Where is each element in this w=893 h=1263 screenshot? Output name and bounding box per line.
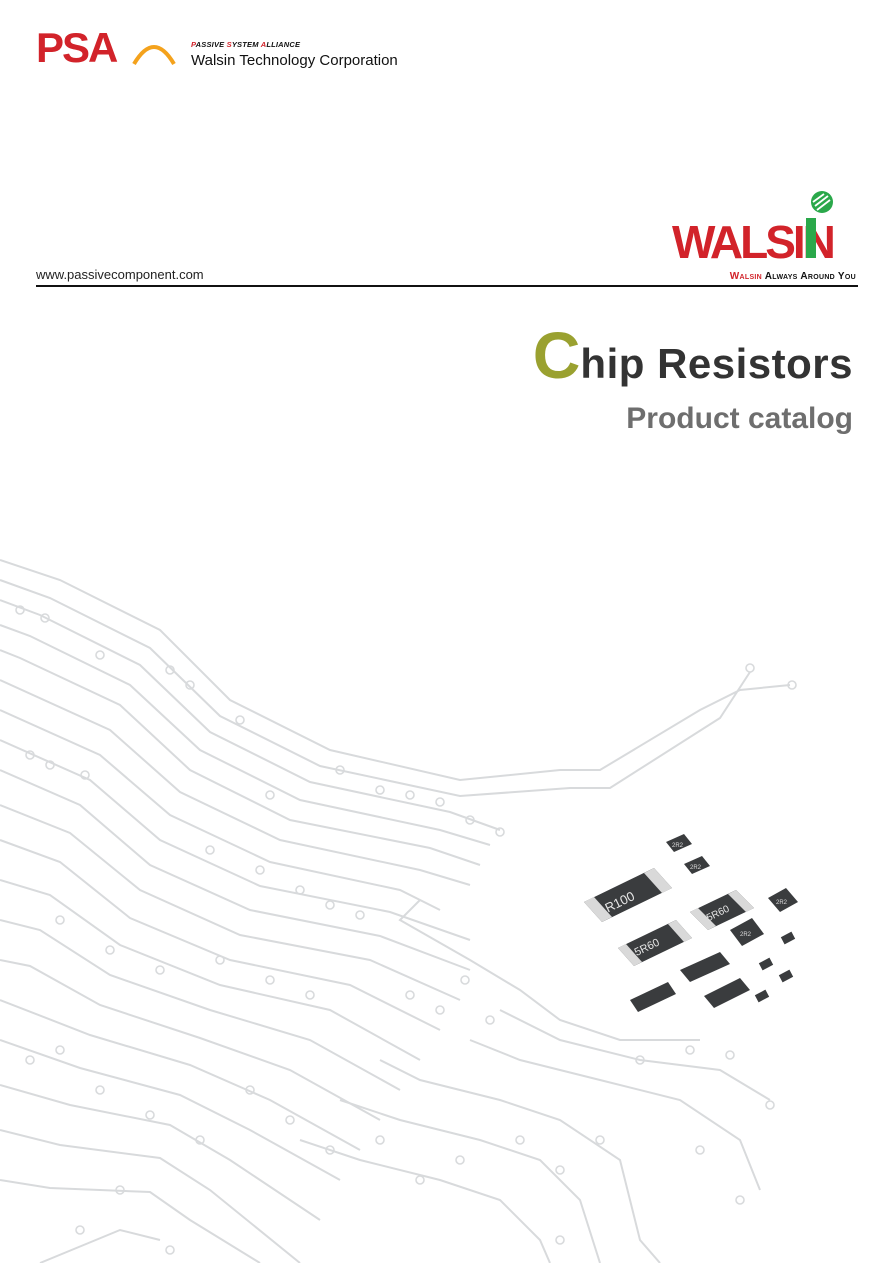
tiny-chips [754, 931, 796, 1003]
svg-text:2R2: 2R2 [740, 932, 752, 938]
resistor-5r60-left: 5R60 [618, 920, 692, 966]
resistor-medium: 2R2 2R2 [730, 888, 798, 946]
svg-text:2R2: 2R2 [690, 865, 702, 871]
title-rest: hip Resistors [580, 340, 853, 387]
page-subtitle: Product catalog [626, 402, 853, 435]
title-initial: C [532, 318, 581, 392]
resistor-small-top: 2R2 2R2 [666, 834, 710, 874]
psa-swoosh-icon [132, 45, 176, 66]
resistor-network-arrays [630, 952, 750, 1012]
chip-resistor-photo: R100 5R60 5R60 2R2 2R2 2R2 2R2 [584, 834, 798, 1012]
walsin-logo: WALSIN [672, 191, 837, 262]
company-name: Walsin Technology Corporation [191, 52, 398, 69]
brand-slogan: Walsin Always Around You [729, 271, 856, 282]
circuit-board-illustration [0, 559, 797, 1263]
website-link[interactable]: www.passivecomponent.com [36, 267, 204, 282]
psa-logo: PSA [36, 28, 176, 68]
psa-logo-text: PSA [36, 28, 118, 68]
header-divider [36, 285, 858, 287]
svg-text:2R2: 2R2 [776, 900, 788, 906]
alliance-tagline: PASSIVE SYSTEM ALLIANCE [191, 40, 301, 49]
page-title: Chip Resistors [533, 322, 853, 388]
svg-text:2R2: 2R2 [672, 843, 684, 849]
resistor-r100: R100 [584, 868, 672, 922]
resistor-5r60-right: 5R60 [690, 890, 754, 930]
